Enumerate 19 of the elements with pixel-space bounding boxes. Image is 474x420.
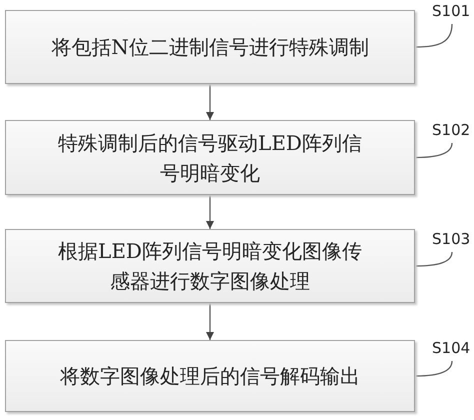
arrow: [206, 195, 214, 229]
arrow: [206, 303, 214, 340]
leader-line: [416, 142, 453, 158]
arrow: [206, 84, 214, 120]
process-box: [5, 340, 415, 412]
process-box: [5, 10, 415, 84]
leader-line: [416, 360, 453, 377]
step-label: S103: [432, 230, 470, 248]
step-text: 根据LED阵列信号明暗变化图像传感器进行数字图像处理: [57, 238, 363, 295]
step-label: S102: [432, 121, 470, 139]
process-box: [5, 120, 415, 195]
step-text: 特殊调制后的信号驱动LED阵列信号明暗变化: [57, 130, 363, 186]
step-label: S101: [432, 2, 470, 20]
leader-line: [416, 252, 453, 267]
step-text: 将数字图像处理后的信号解码输出: [59, 363, 361, 390]
step-label: S104: [432, 339, 470, 357]
process-box: [5, 229, 415, 303]
step-text: 将包括N位二进制信号进行特殊调制: [50, 34, 370, 61]
leader-line: [416, 24, 453, 48]
